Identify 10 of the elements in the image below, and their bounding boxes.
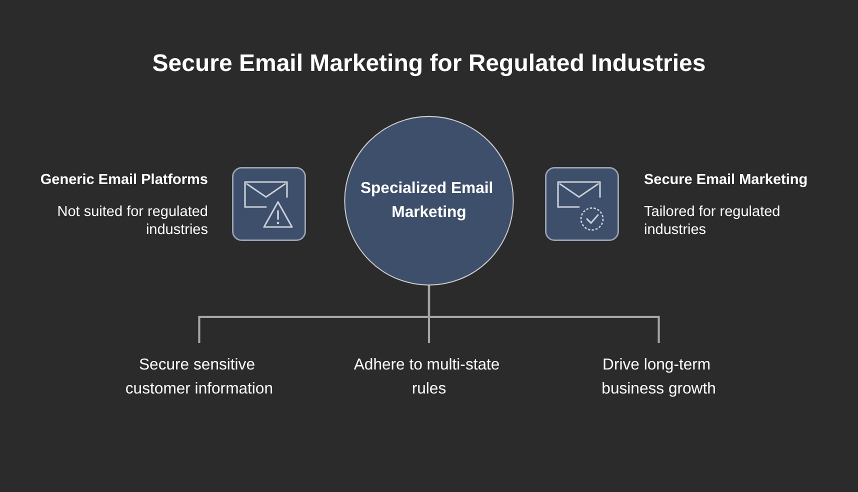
title: Secure Email Marketing for Regulated Industries	[152, 50, 706, 78]
description: Tailored for regulated industries	[644, 204, 780, 238]
node-circle: Specialized Email Marketing	[344, 116, 514, 286]
description: Not suited for regulated industries	[57, 204, 208, 238]
node-text: Adhere to multi-state rules	[354, 356, 500, 398]
heading: Secure Email Marketing	[644, 172, 808, 188]
connector	[428, 285, 660, 344]
node-text: Drive long-term business growth	[602, 356, 716, 398]
node-text: Secure sensitive customer information	[125, 356, 274, 398]
heading: Generic Email Platforms	[40, 172, 208, 188]
